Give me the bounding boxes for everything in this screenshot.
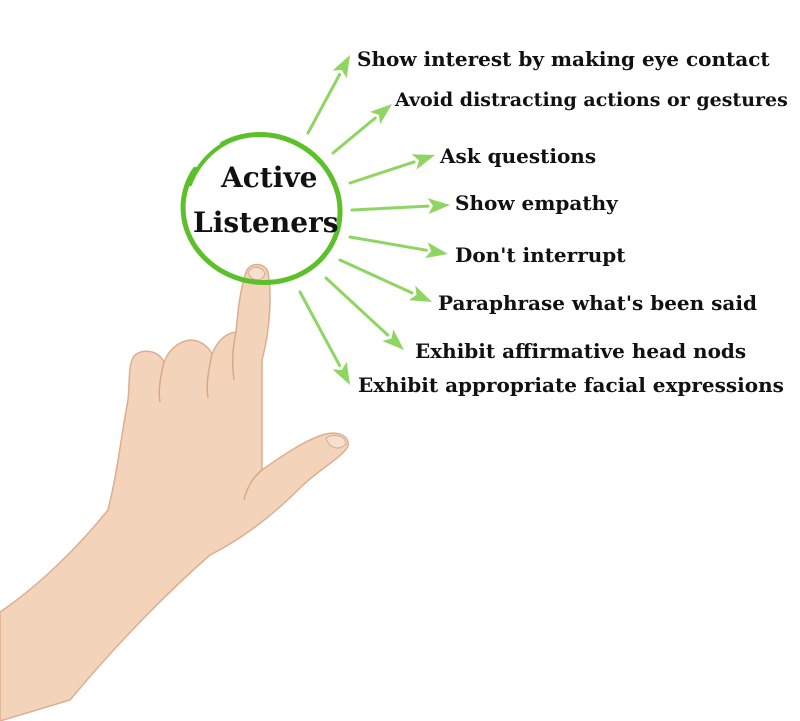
pointing-hand-illustration (0, 263, 349, 721)
arrows-group (298, 55, 450, 385)
arrow-4 (350, 198, 450, 215)
arrow-head (382, 329, 404, 350)
ring-stroke-2 (188, 140, 230, 187)
arrow-shaft (348, 235, 428, 252)
item-label-2: Avoid distracting actions or gestures (395, 89, 788, 111)
arrow-shaft (324, 276, 390, 337)
arrow-3 (348, 154, 435, 185)
arrow-head (370, 104, 392, 125)
center-title-line-2: Listeners (193, 206, 339, 239)
item-label-6: Paraphrase what's been said (438, 291, 757, 315)
arrow-shaft (338, 258, 414, 295)
arrow-5 (348, 235, 448, 259)
arrow-shaft (298, 290, 342, 368)
item-label-1: Show interest by making eye contact (357, 47, 770, 71)
item-label-7: Exhibit affirmative head nods (415, 339, 747, 363)
arrow-shaft (350, 204, 430, 212)
arrow-1 (306, 55, 350, 135)
item-label-4: Show empathy (455, 191, 618, 215)
arrow-2 (331, 104, 392, 155)
thumbnail (325, 435, 347, 449)
arrow-8 (298, 290, 350, 385)
arrow-7 (324, 276, 404, 350)
arrow-head (411, 154, 435, 170)
arrow-6 (338, 258, 432, 302)
hand-shape (0, 263, 349, 721)
item-label-5: Don't interrupt (455, 243, 626, 267)
arrow-head (332, 361, 350, 385)
arrow-shaft (306, 72, 342, 135)
arrow-shaft (348, 160, 416, 185)
ring-stroke-1 (180, 131, 343, 286)
item-label-3: Ask questions (440, 144, 597, 168)
arrow-shaft (331, 116, 377, 155)
center-title-line-1: Active (221, 161, 318, 194)
arrow-head (425, 242, 448, 259)
arrow-head (408, 285, 432, 302)
hand-knuckle-lines (158, 331, 263, 501)
arrow-head (427, 198, 450, 215)
fingernail (247, 266, 266, 281)
item-label-8: Exhibit appropriate facial expressions (358, 373, 784, 397)
arrow-head (332, 55, 350, 79)
center-ring (180, 131, 343, 286)
